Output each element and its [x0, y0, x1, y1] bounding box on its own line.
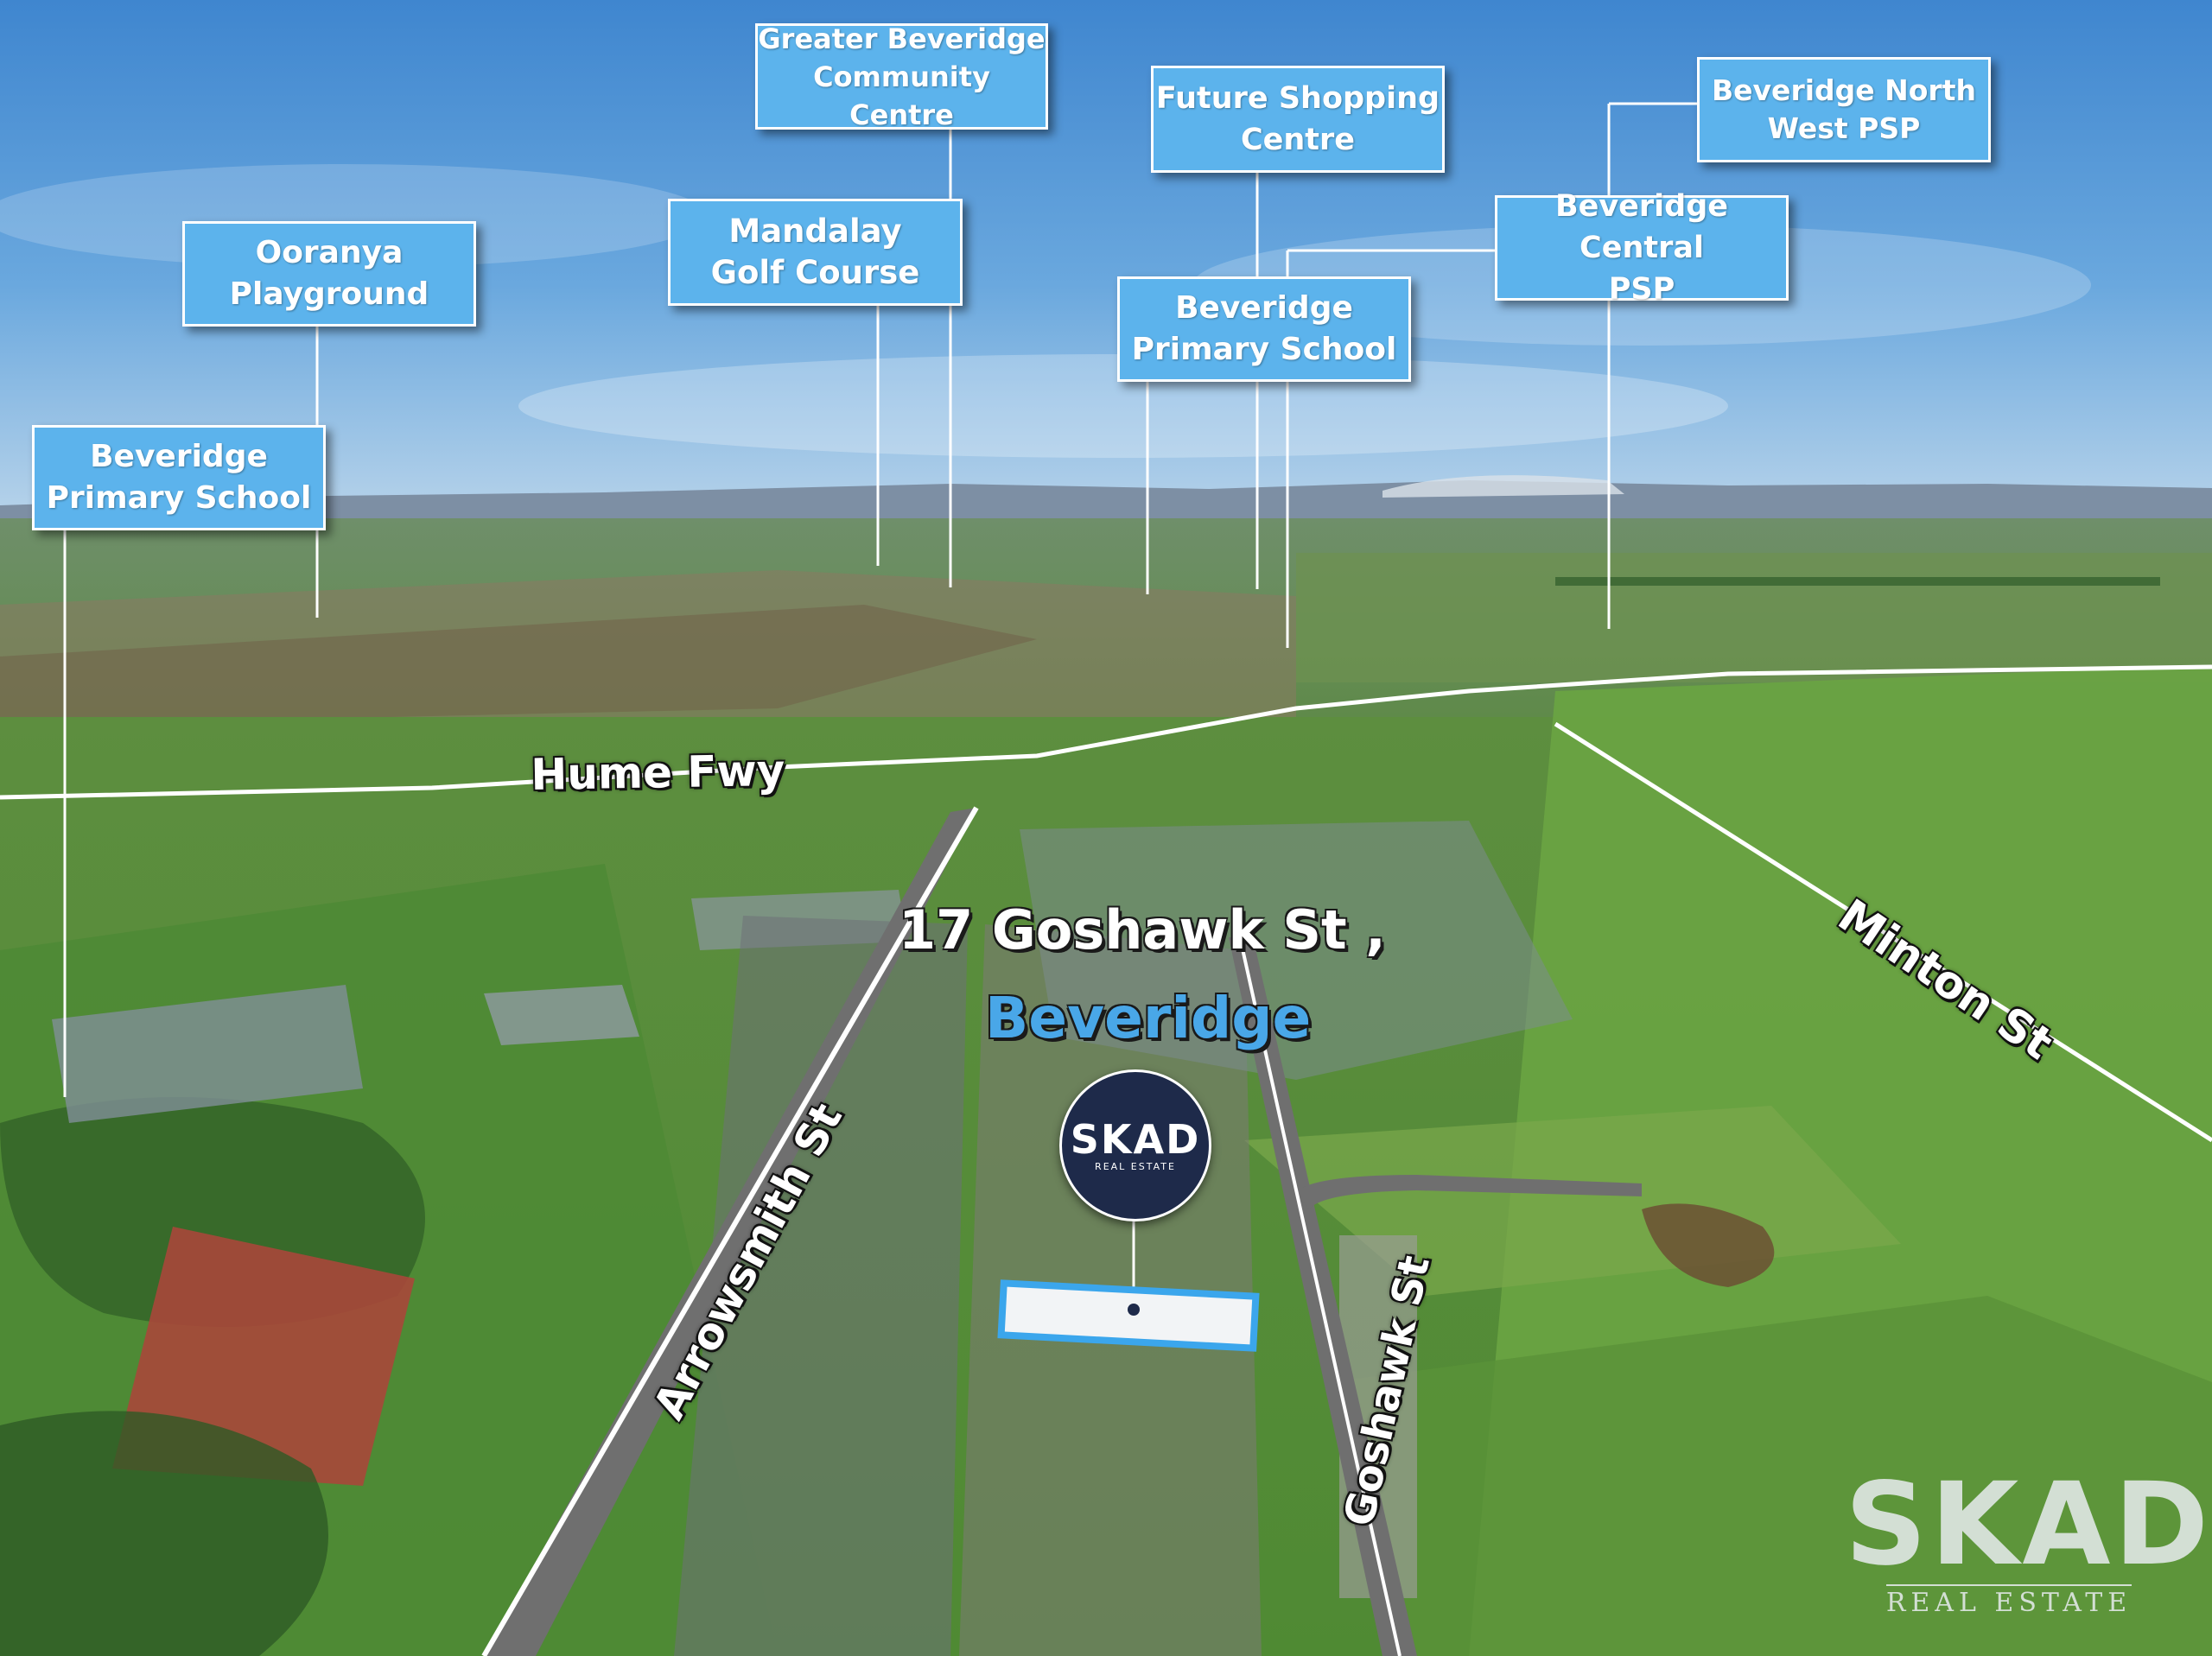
minton-st-line	[1554, 721, 2212, 1143]
goshawk-road	[1229, 937, 1417, 1656]
distant-hills	[0, 480, 2212, 527]
road-label-hume-fwy: Hume Fwy	[531, 745, 785, 800]
agency-logo-pin: SKAD REAL ESTATE	[1059, 1069, 1211, 1221]
hume-fwy-line	[0, 664, 2212, 800]
property-address: 17 Goshawk St ,	[899, 898, 1386, 961]
property-boundary	[997, 1279, 1260, 1352]
goshawk-st-line	[1238, 936, 1402, 1656]
property-suburb: Beveridge	[985, 985, 1312, 1051]
pin-brand-text: SKAD	[1070, 1115, 1201, 1163]
watermark-sub-text: REAL ESTATE	[1885, 1584, 2133, 1618]
agency-watermark: SKAD REAL ESTATE	[1845, 1458, 2212, 1618]
suburb-development	[0, 570, 1296, 760]
new-estate-houses	[1020, 821, 1573, 1080]
pin-sub-text: REAL ESTATE	[1095, 1160, 1176, 1172]
watermark-brand-text: SKAD	[1845, 1458, 2212, 1591]
arrowsmith-st-line	[481, 806, 979, 1656]
property-pin-dot	[1128, 1304, 1140, 1316]
